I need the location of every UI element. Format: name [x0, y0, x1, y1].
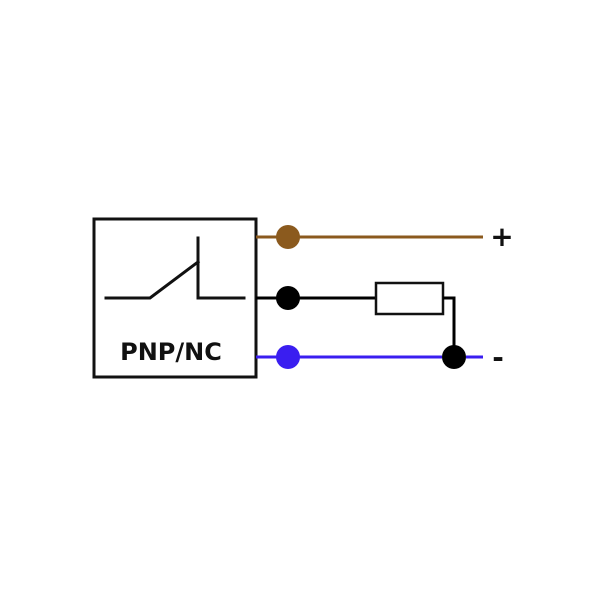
black-wire	[256, 281, 466, 369]
load-junction-dot	[442, 345, 466, 369]
brown-wire-terminal-dot	[276, 225, 300, 249]
brown-wire	[256, 225, 483, 249]
black-wire-terminal-dot	[276, 286, 300, 310]
sensor-type-label: PNP/NC	[120, 338, 222, 366]
load-resistor	[374, 281, 445, 316]
nc-switch-symbol	[104, 236, 246, 300]
blue-wire	[256, 345, 483, 369]
positive-terminal-symbol: +	[490, 220, 513, 253]
switch-left-lead	[104, 259, 201, 300]
load-return-line	[443, 296, 456, 357]
negative-terminal-symbol: -	[492, 341, 504, 374]
blue-wire-terminal-dot	[276, 345, 300, 369]
